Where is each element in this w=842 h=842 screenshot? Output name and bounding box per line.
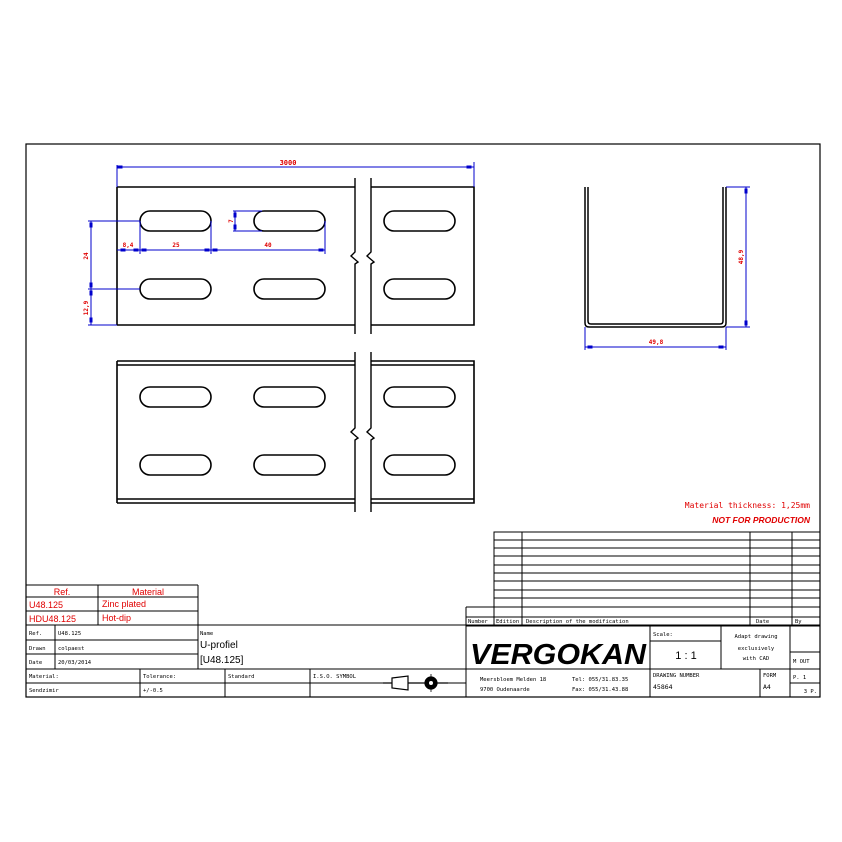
- company-logo: VERGOKAN: [470, 639, 647, 671]
- title-block-grid: [26, 625, 820, 698]
- part-name: U-profiel: [200, 640, 238, 651]
- rev-header-edition: Edition: [496, 619, 519, 625]
- cad-note-line-3: with CAD: [743, 656, 770, 662]
- projection-symbol-icon: [383, 674, 448, 692]
- ref-table-row-ref: HDU48.125: [29, 614, 76, 624]
- dim-slot-pitch: 40: [264, 242, 272, 249]
- dim-edge-offset: 8,4: [123, 242, 134, 249]
- rev-header-number: Number: [468, 619, 489, 625]
- drawing-number-label: DRAWING NUMBER: [653, 673, 700, 679]
- dim-profile-height: 48,9: [738, 249, 745, 264]
- scale-label: Scale:: [653, 632, 673, 638]
- rev-header-by: By: [795, 619, 802, 625]
- u-profile-section: [584, 187, 727, 328]
- ref-material-table: [26, 584, 820, 626]
- revision-table: [465, 531, 821, 697]
- date-value: 20/03/2014: [58, 660, 92, 666]
- ref-table-header-material: Material: [132, 587, 164, 597]
- scale-value: 1 : 1: [675, 650, 696, 662]
- page-number: P. 1: [793, 675, 806, 681]
- slot: [139, 278, 212, 300]
- rev-header-description: Description of the modification: [526, 619, 629, 625]
- side-view: [116, 352, 475, 512]
- rev-header-date: Date: [756, 619, 769, 625]
- date-label: Date: [29, 660, 42, 666]
- slot: [383, 210, 456, 232]
- not-for-production-warning: NOT FOR PRODUCTION: [712, 515, 811, 525]
- page-count: 3 P.: [804, 689, 817, 695]
- fax: Fax: 055/31.43.88: [572, 687, 628, 693]
- part-code: [U48.125]: [200, 655, 244, 666]
- slot: [253, 278, 326, 300]
- dim-slot-height: 7: [228, 219, 235, 223]
- dim-overall-length: 3000: [280, 159, 297, 167]
- top-view-dimensions: [88, 162, 475, 326]
- slot: [383, 278, 456, 300]
- telephone: Tel: 055/31.83.35: [572, 677, 628, 683]
- cad-note-line-2: exclusively: [738, 646, 775, 652]
- address-line-2: 9700 Oudenaarde: [480, 687, 530, 693]
- ref-value: U48.125: [58, 631, 81, 637]
- drawing-number: 45864: [653, 683, 673, 691]
- slot: [253, 210, 326, 232]
- profile-dimensions: [584, 186, 750, 350]
- drawn-label: Drawn: [29, 646, 46, 652]
- dim-row-spacing: 24: [83, 252, 90, 260]
- tolerance-value: +/-0.5: [143, 688, 163, 694]
- slot: [139, 210, 212, 232]
- dim-slot-length: 25: [172, 242, 180, 249]
- ref-table-row-ref: U48.125: [29, 600, 63, 610]
- name-label: Name: [200, 631, 213, 637]
- drawn-value: colpaest: [58, 646, 85, 652]
- form-value: A4: [763, 683, 771, 691]
- dim-bottom-offset: 12,9: [83, 300, 90, 315]
- ref-label: Ref.: [29, 631, 42, 637]
- dim-profile-width: 49,8: [649, 339, 664, 346]
- material-thickness-note: Material thickness: 1,25mm: [685, 501, 810, 510]
- cad-note-line-1: Adapt drawing: [734, 634, 777, 640]
- ref-table-header-ref: Ref.: [54, 587, 71, 597]
- address-line-1: Meersbloem Melden 18: [480, 677, 546, 683]
- material-label: Material:: [29, 674, 59, 680]
- material-value: Sendzimir: [29, 688, 59, 694]
- ref-table-row-material: Hot-dip: [102, 613, 131, 623]
- m-out: M OUT: [793, 659, 810, 665]
- ref-table-row-material: Zinc plated: [102, 599, 146, 609]
- standard-label: Standard: [228, 674, 255, 680]
- form-label: FORM: [763, 673, 777, 679]
- iso-symbol-label: I.S.O. SYMBOL: [313, 674, 357, 680]
- drawing-frame: [25, 143, 821, 698]
- top-view: [116, 178, 475, 334]
- tolerance-label: Tolerance:: [143, 674, 176, 680]
